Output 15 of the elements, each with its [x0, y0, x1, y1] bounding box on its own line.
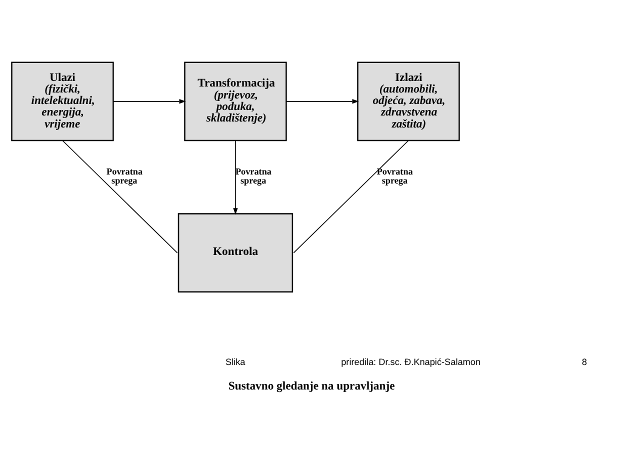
edge-label: Povratna sprega [376, 166, 413, 186]
arrow [112, 99, 186, 104]
edge-label: Povratna sprega [106, 166, 143, 186]
node-box: Izlazi (automobili, odjeća, zabava, zdravstvena zaštita) [357, 62, 460, 142]
caption: Sustavno gledanje na upravljanje [228, 379, 395, 392]
label: priredila: Dr.sc. Đ.Knapić-Salamon [341, 356, 481, 367]
label: Slika [226, 356, 246, 367]
arrow [286, 99, 359, 104]
node-box: Kontrola [178, 213, 294, 292]
connector [293, 140, 409, 254]
node-box: Transformacija (prijevoz, poduka, skladištenje) [184, 62, 287, 142]
arrow [233, 140, 238, 215]
node-box: Ulazi (fizički, intelektualni, energija, vrijeme [11, 62, 114, 142]
label: 8 [582, 356, 587, 367]
connector [62, 140, 178, 254]
